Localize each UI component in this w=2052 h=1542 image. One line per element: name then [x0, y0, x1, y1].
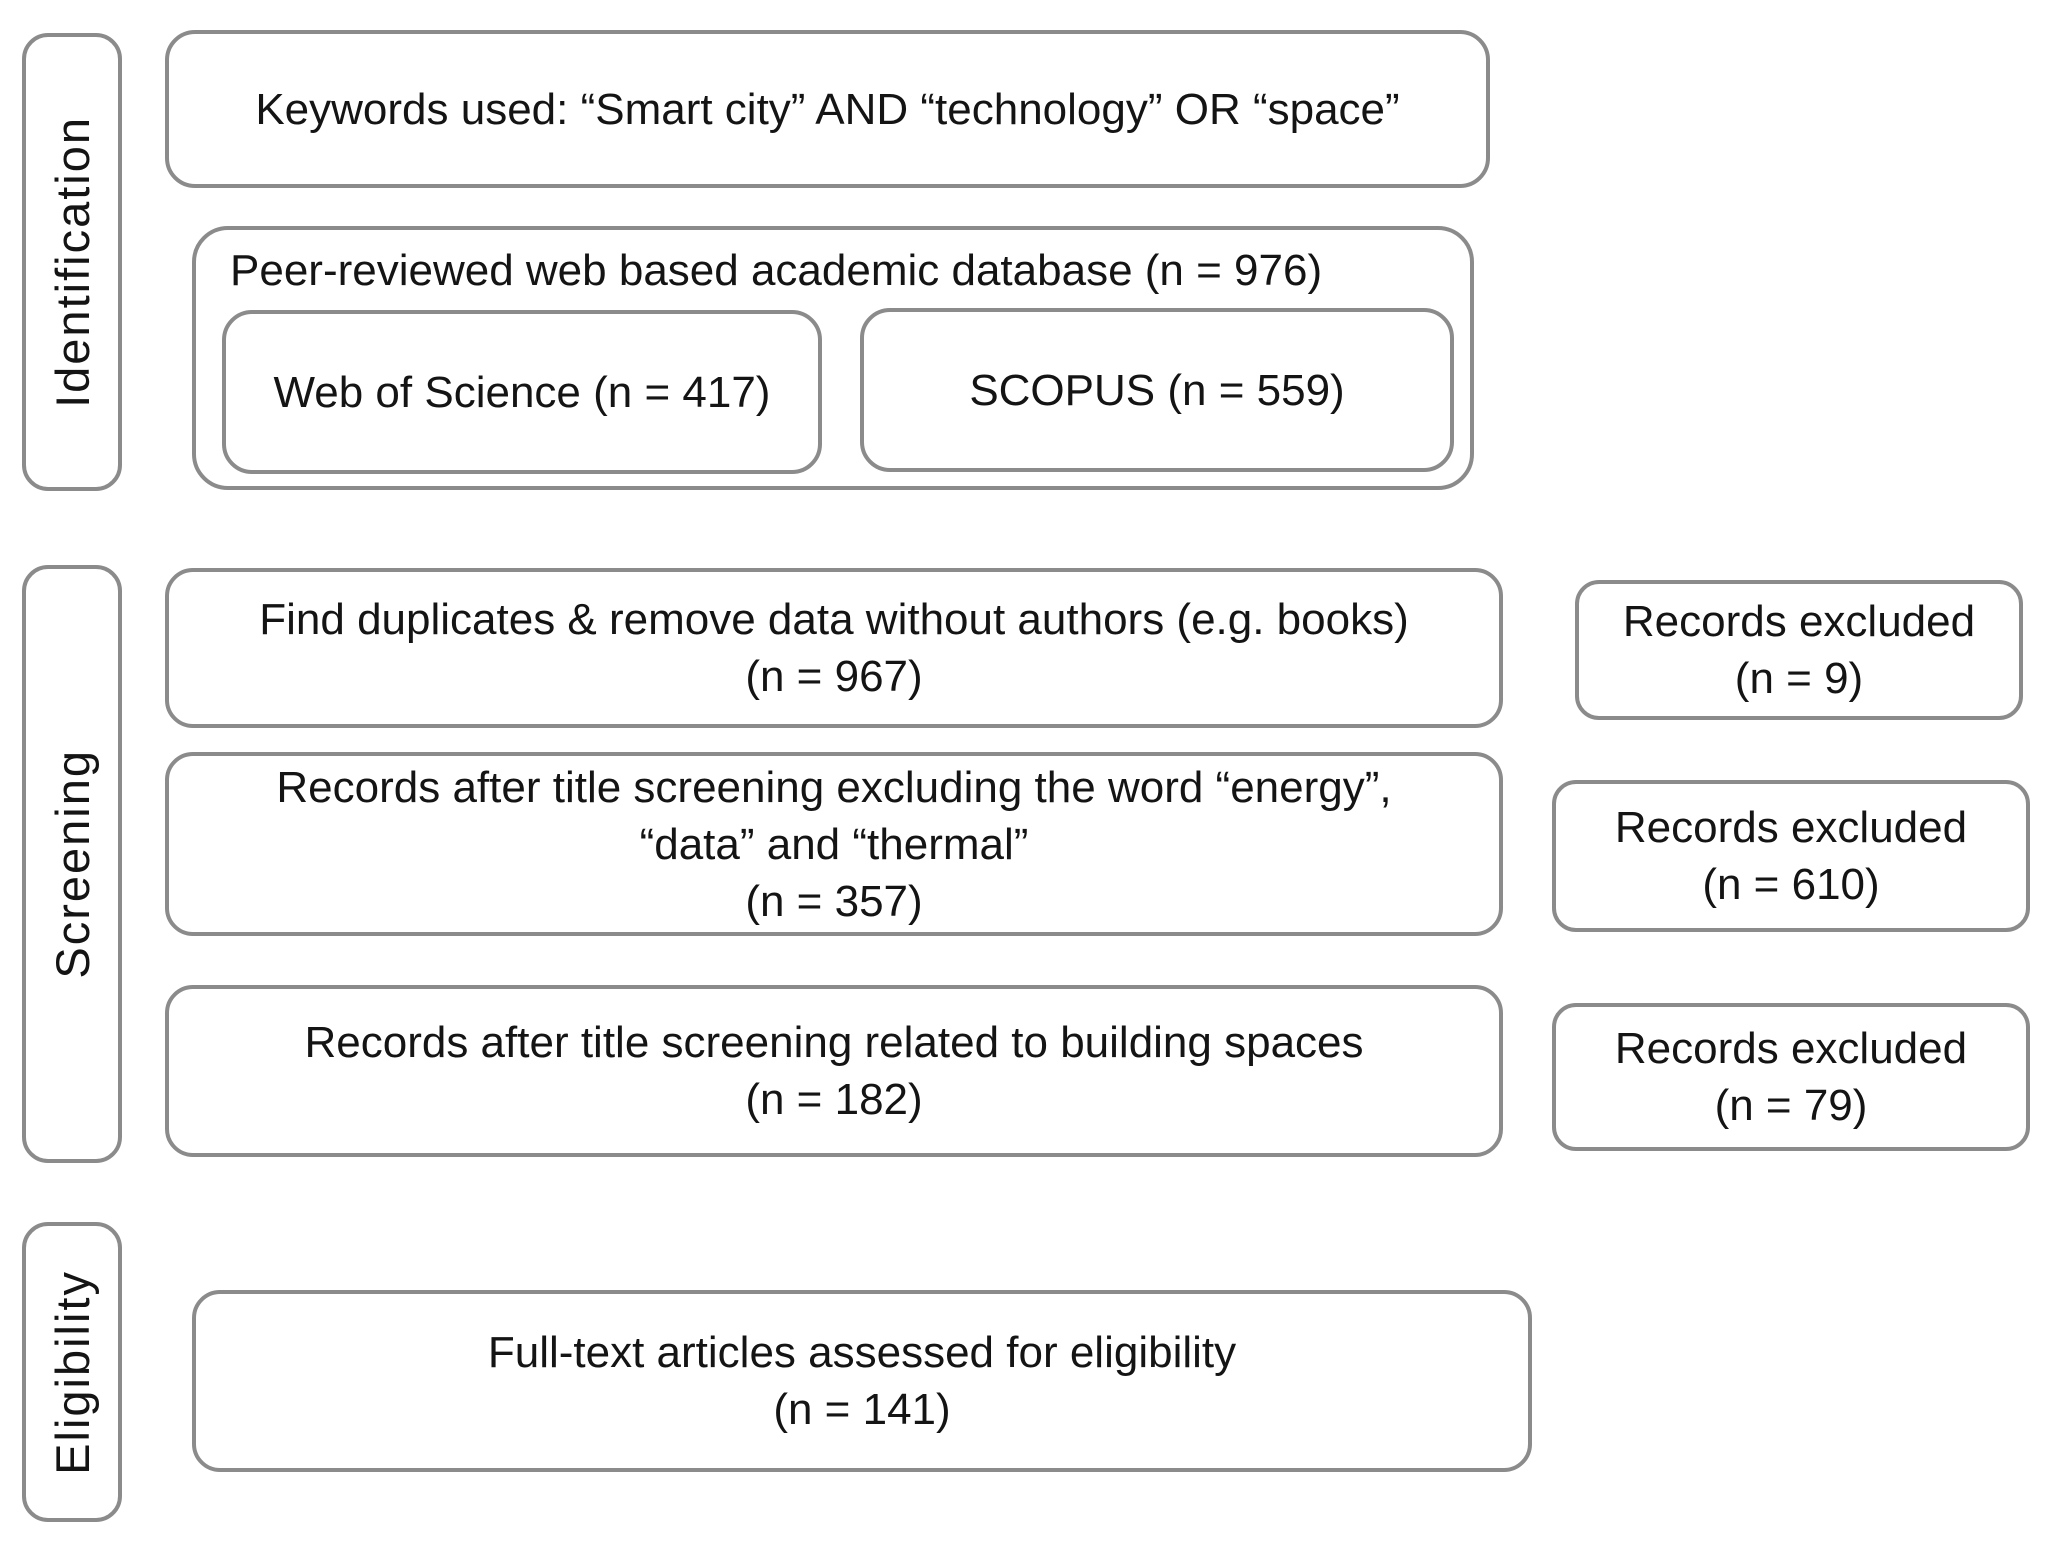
screening-step-duplicates-line1: Find duplicates & remove data without au… — [259, 595, 1409, 644]
records-excluded-box-1: Records excluded (n = 9) — [1575, 580, 2023, 720]
source-box-web-of-science: Web of Science (n = 417) — [222, 310, 822, 474]
keywords-box: Keywords used: “Smart city” AND “technol… — [165, 30, 1490, 188]
web-of-science-text: Web of Science (n = 417) — [273, 367, 771, 417]
screening-step-title-energy-count: (n = 357) — [745, 876, 923, 926]
database-box-title: Peer-reviewed web based academic databas… — [230, 246, 1323, 295]
screening-step-title-energy-box: Records after title screening excluding … — [165, 752, 1503, 936]
screening-step-building-spaces-line1: Records after title screening related to… — [304, 1018, 1364, 1067]
stage-label-eligibility-text: Eligibility — [45, 1269, 99, 1475]
source-box-scopus: SCOPUS (n = 559) — [860, 308, 1454, 472]
screening-step-title-energy-line2: “data” and “thermal” — [639, 819, 1029, 869]
stage-label-screening-text: Screening — [45, 749, 99, 979]
stage-label-eligibility: Eligibility — [22, 1222, 122, 1522]
scopus-text: SCOPUS (n = 559) — [969, 365, 1345, 415]
eligibility-fulltext-count: (n = 141) — [773, 1385, 951, 1434]
records-excluded-2-count: (n = 610) — [1702, 860, 1880, 909]
screening-step-title-energy-line1: Records after title screening excluding … — [276, 762, 1392, 812]
eligibility-fulltext-box: Full-text articles assessed for eligibil… — [192, 1290, 1532, 1472]
screening-step-building-spaces-box: Records after title screening related to… — [165, 985, 1503, 1157]
records-excluded-box-2: Records excluded (n = 610) — [1552, 780, 2030, 932]
screening-step-building-spaces-count: (n = 182) — [745, 1075, 923, 1124]
database-box: Peer-reviewed web based academic databas… — [192, 226, 1474, 490]
records-excluded-box-3: Records excluded (n = 79) — [1552, 1003, 2030, 1151]
stage-label-identification-text: Identification — [45, 116, 99, 408]
screening-step-duplicates-box: Find duplicates & remove data without au… — [165, 568, 1503, 728]
records-excluded-1-count: (n = 9) — [1734, 654, 1864, 703]
records-excluded-3-label: Records excluded — [1614, 1024, 1968, 1073]
records-excluded-1-label: Records excluded — [1622, 597, 1976, 646]
stage-label-identification: Identification — [22, 33, 122, 491]
records-excluded-3-count: (n = 79) — [1714, 1081, 1868, 1130]
eligibility-fulltext-line1: Full-text articles assessed for eligibil… — [487, 1328, 1237, 1377]
records-excluded-2-label: Records excluded — [1614, 803, 1968, 852]
keywords-text: Keywords used: “Smart city” AND “technol… — [255, 84, 1400, 134]
stage-label-screening: Screening — [22, 565, 122, 1163]
screening-step-duplicates-count: (n = 967) — [745, 652, 923, 701]
